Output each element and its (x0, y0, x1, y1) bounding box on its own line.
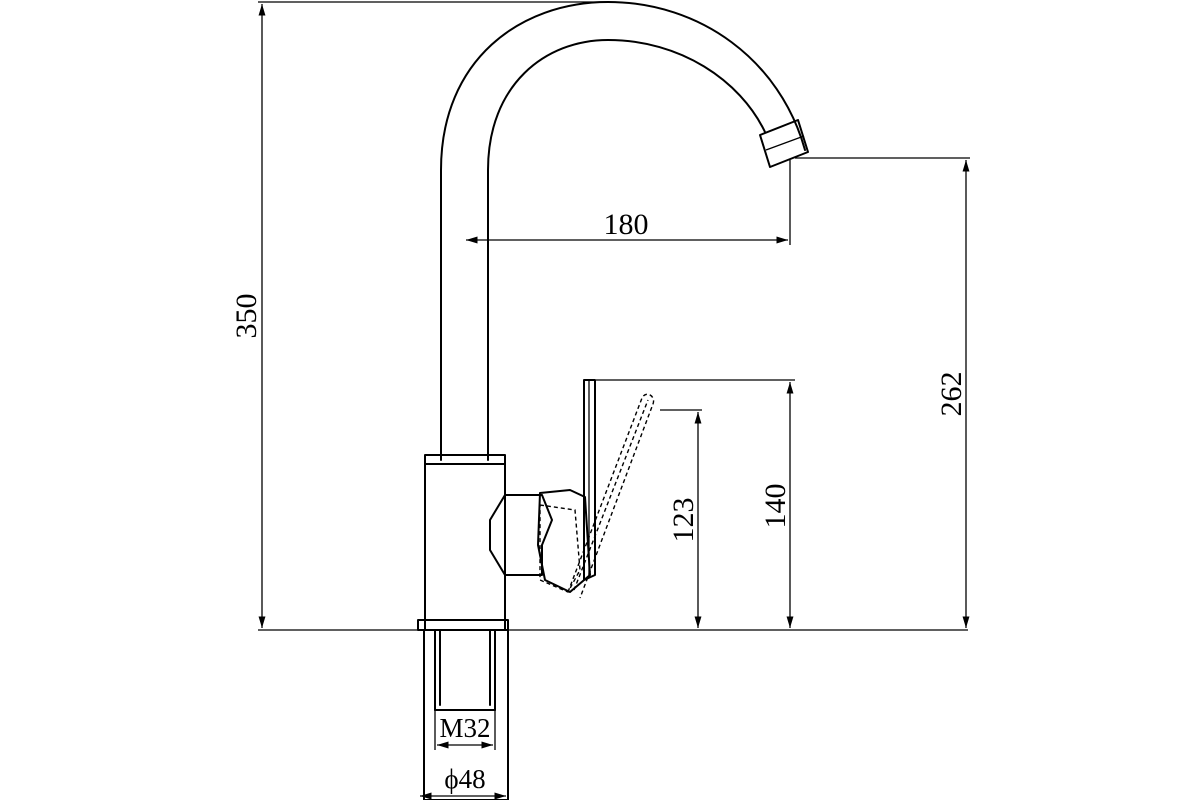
dim-m32-label: M32 (439, 713, 490, 743)
dim-350-label: 350 (230, 294, 263, 339)
spout-inner-contour (487, 39, 766, 461)
dim-123-label: 123 (667, 498, 700, 543)
dim-d48-label: ϕ48 (444, 764, 485, 794)
spout-aerator (759, 119, 809, 168)
dim-140-label: 140 (759, 484, 792, 529)
faucet-body (424, 454, 506, 631)
mounting-flange (417, 619, 509, 631)
cartridge-housing (489, 494, 553, 576)
spout-aerator-inner-line (765, 135, 805, 151)
lever-tilted-outline (539, 504, 581, 593)
lever-hub (537, 489, 591, 593)
lever-tilted-handle (567, 393, 655, 599)
lever-handle (583, 379, 596, 581)
dim-180-label: 180 (604, 208, 649, 241)
lever-tilted-handle-inner (573, 399, 649, 591)
threaded-shank (423, 629, 509, 800)
dim-262-label: 262 (935, 372, 968, 417)
